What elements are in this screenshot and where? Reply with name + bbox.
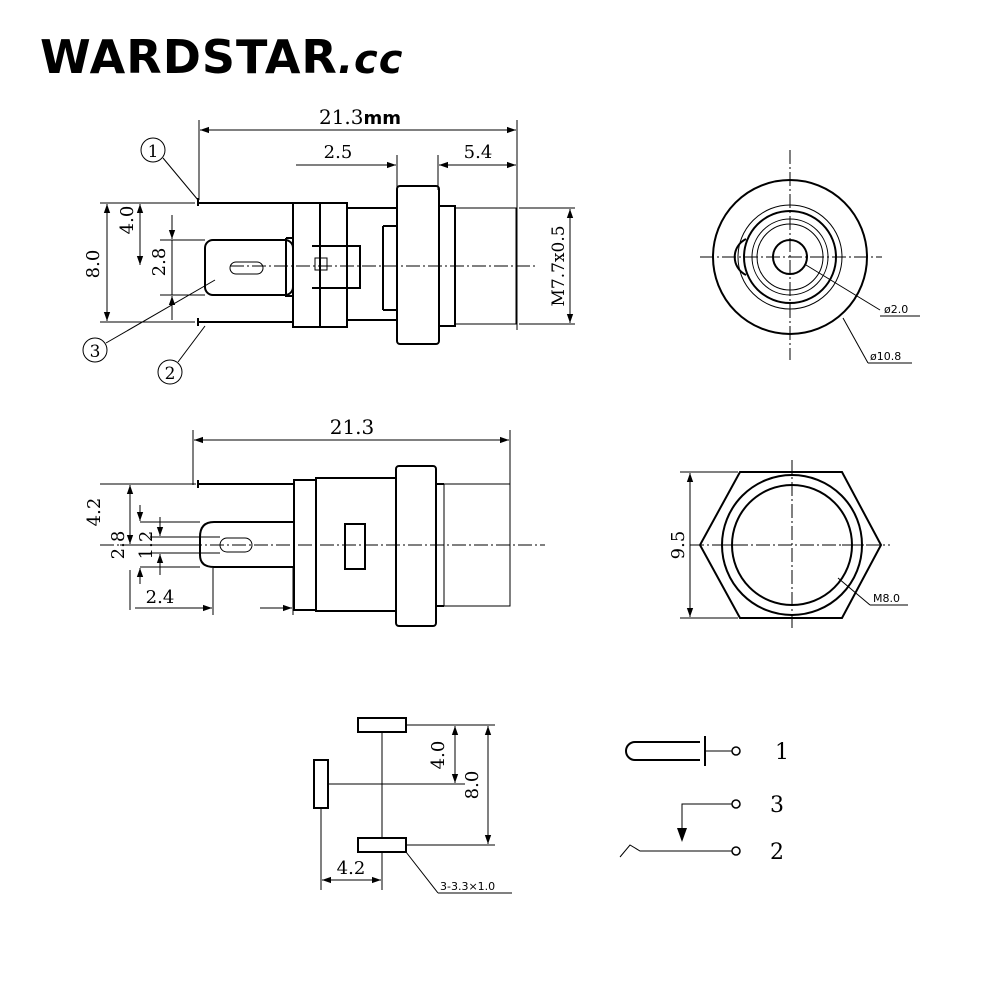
pin-3-blade bbox=[199, 521, 294, 568]
dim-5-4: 5.4 bbox=[464, 142, 493, 163]
brand-tld: .cc bbox=[337, 37, 404, 83]
pin-3-blade bbox=[204, 239, 294, 296]
label-thread: M8.0 bbox=[873, 592, 900, 605]
svg-text:1: 1 bbox=[148, 142, 159, 162]
pcb-footprint: 4.0 8.0 4.2 3-3.3×1.0 bbox=[313, 717, 512, 894]
dim-4-0: 4.0 bbox=[117, 206, 138, 235]
label-body-diameter: ø10.8 bbox=[870, 350, 901, 363]
dim-1-2: 1.2 bbox=[136, 531, 157, 560]
hex-view: 9.5 M8.0 bbox=[668, 460, 908, 630]
terminal-3 bbox=[731, 799, 741, 809]
schematic-label-1: 1 bbox=[775, 740, 789, 765]
dim-2-8: 2.8 bbox=[149, 248, 170, 277]
side-view: 21.3 4.2 2.8 1.2 2.4 bbox=[84, 415, 545, 627]
schematic-symbol: 1 3 2 bbox=[619, 736, 789, 865]
callout-pin-2 bbox=[157, 359, 183, 385]
schematic-label-2: 2 bbox=[770, 840, 784, 865]
dim-8-0: 8.0 bbox=[462, 771, 483, 800]
terminal-1 bbox=[731, 746, 741, 756]
terminal-2 bbox=[731, 846, 741, 856]
label-pin-diameter: ø2.0 bbox=[884, 303, 908, 316]
thread-spec: M7.7x0.5 bbox=[549, 225, 569, 306]
dim-2-8: 2.8 bbox=[108, 531, 129, 560]
front-flange bbox=[395, 465, 437, 627]
top-view: 21.3mm 2.5 5.4 8.0 4.0 bbox=[82, 105, 575, 385]
dim-overall-length: 21.3mm bbox=[319, 105, 401, 129]
front-flange bbox=[396, 185, 440, 345]
callout-pin-3 bbox=[82, 337, 108, 363]
pin-3-hole bbox=[229, 261, 264, 275]
dim-4-0: 4.0 bbox=[428, 741, 449, 770]
pad-2 bbox=[357, 837, 407, 853]
schematic-label-3: 3 bbox=[770, 793, 784, 818]
brand-name: WARDSTAR bbox=[40, 30, 338, 84]
callout-pin-1 bbox=[140, 137, 166, 163]
dim-2-4: 2.4 bbox=[146, 587, 175, 608]
dim-4-2: 4.2 bbox=[337, 858, 366, 879]
svg-text:2: 2 bbox=[165, 364, 176, 384]
pad-3 bbox=[313, 759, 329, 809]
brand-logo: WARDSTAR.cc bbox=[40, 30, 403, 84]
dim-8-0: 8.0 bbox=[83, 250, 104, 279]
dim-overall-length: 21.3 bbox=[330, 415, 375, 439]
dim-2-5: 2.5 bbox=[324, 142, 353, 163]
pad-spec: 3-3.3×1.0 bbox=[440, 880, 495, 893]
pin-symbol bbox=[625, 741, 700, 761]
dim-4-2: 4.2 bbox=[84, 498, 105, 527]
front-view: ø2.0 ø10.8 bbox=[700, 150, 920, 364]
pad-1 bbox=[357, 717, 407, 733]
svg-text:3: 3 bbox=[90, 342, 101, 362]
dim-9-5: 9.5 bbox=[668, 531, 689, 560]
